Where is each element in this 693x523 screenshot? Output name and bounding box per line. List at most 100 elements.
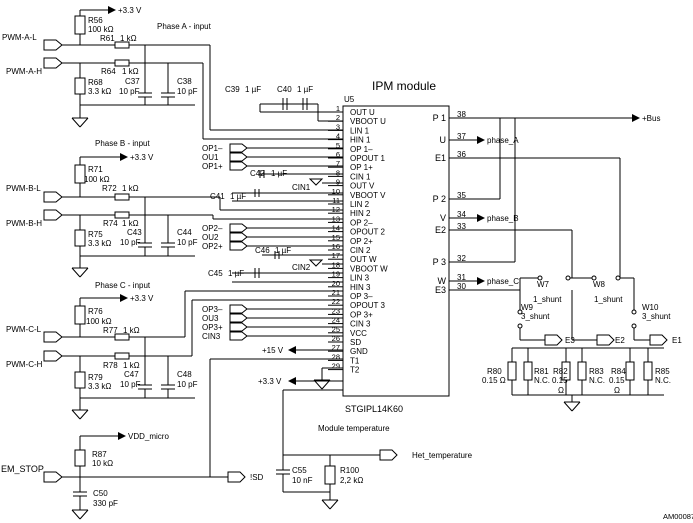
c55-label: C55	[292, 466, 307, 475]
left-pin-number: 4	[336, 132, 340, 141]
c43-label: C43	[127, 228, 142, 237]
r85-label: R85	[655, 367, 670, 376]
left-pin-name: VBOOT U	[350, 117, 386, 126]
left-pin-number: 5	[336, 141, 340, 150]
r61-value: 1 kΩ	[120, 34, 137, 43]
c45-value: 1 µF	[228, 269, 244, 278]
r71-value: 100 kΩ	[84, 175, 110, 184]
left-pin-number: 9	[336, 178, 340, 187]
pwm-b-h-port[interactable]	[43, 209, 63, 221]
net-sd: !SD	[250, 473, 264, 482]
c42-label: C42	[250, 169, 265, 178]
left-pin-number: 27	[332, 343, 340, 352]
r87-label: R87	[92, 450, 107, 459]
right-pin-number: 33	[457, 222, 466, 231]
left-pin-name: VBOOT W	[350, 264, 388, 273]
left-pin-number: 21	[332, 288, 340, 297]
r76-value: 100 kΩ	[86, 317, 112, 326]
r56-label: R56	[88, 16, 103, 25]
net-cin1: CIN1	[292, 183, 311, 192]
right-pin-name: E1	[435, 153, 446, 163]
c50-value: 330 pF	[93, 499, 118, 508]
c40-value: 1 µF	[297, 85, 313, 94]
pwm-c-h-port[interactable]	[43, 350, 63, 362]
c37-value: 10 pF	[119, 87, 140, 96]
doc-id: AM00087	[663, 512, 693, 521]
left-pin-name: OPOUT 2	[350, 228, 386, 237]
c43-value: 10 pF	[120, 238, 141, 247]
left-pin-name: OP 1–	[350, 145, 373, 154]
right-pin-number: 32	[457, 254, 466, 263]
right-pin-number: 38	[457, 110, 466, 119]
c48-value: 10 pF	[177, 380, 198, 389]
pwm-c-h-label[interactable]: PWM-C-H	[6, 360, 43, 369]
phase-a-out: phase_A	[487, 136, 519, 145]
v33-t: +3.3 V	[258, 377, 282, 386]
pwm-a-l-label[interactable]: PWM-A-L	[2, 33, 37, 42]
r64-label: R64	[101, 67, 116, 76]
c48-label: C48	[177, 370, 192, 379]
r80-value: 0.15 Ω	[482, 376, 506, 385]
pwm-c-l-label[interactable]: PWM-C-L	[6, 325, 42, 334]
left-pin-number: 20	[332, 279, 340, 288]
left-pin-number: 6	[336, 150, 340, 159]
ipm-module-body	[342, 105, 450, 397]
v33-c: +3.3 V	[130, 294, 154, 303]
left-pin-number: 17	[332, 251, 340, 260]
c41-value: 1 µF	[230, 192, 246, 201]
pwm-c-l-port[interactable]	[43, 331, 63, 343]
r77-label: R77	[103, 326, 118, 335]
r78-label: R78	[103, 361, 118, 370]
pwm-b-l-port[interactable]	[43, 191, 63, 203]
r64-value: 1 kΩ	[122, 67, 139, 76]
left-pin-number: 10	[332, 187, 340, 196]
pwm-b-l-label[interactable]: PWM-B-L	[6, 184, 41, 193]
em-stop-port[interactable]	[43, 471, 63, 483]
left-pin-number: 28	[332, 352, 340, 361]
c38-label: C38	[177, 77, 192, 86]
pwm-a-h-label[interactable]: PWM-A-H	[6, 67, 42, 76]
left-pin-name: OP 2+	[350, 237, 373, 246]
r72	[114, 193, 130, 201]
pwm-a-l-port[interactable]	[43, 39, 63, 51]
pwm-b-h-label[interactable]: PWM-B-H	[6, 219, 42, 228]
net-op3m: OP3–	[202, 305, 223, 314]
w8-label: W8	[593, 280, 606, 289]
net-op2m: OP2–	[202, 224, 223, 233]
phase-b-opamp-nets: OP2– OU2 OP2+	[202, 223, 343, 251]
shunt-resistor-array	[507, 348, 653, 395]
c44-label: C44	[177, 228, 192, 237]
r75-value: 3.3 kΩ	[88, 239, 111, 248]
v33-a: +3.3 V	[118, 6, 142, 15]
c37-label: C37	[125, 77, 140, 86]
r78-value: 1 kΩ	[123, 361, 140, 370]
r84-value: 0.15	[609, 376, 625, 385]
left-pin-name: OUT U	[350, 108, 375, 117]
left-pin-number: 26	[332, 334, 340, 343]
net-e1: E1	[672, 336, 682, 345]
left-pin-name: OUT W	[350, 255, 377, 264]
net-ou1: OU1	[202, 153, 219, 162]
pwm-a-h-port[interactable]	[43, 57, 63, 69]
het-temp-port	[379, 449, 398, 461]
em-stop-label[interactable]: EM_STOP	[1, 464, 44, 474]
r74-value: 1 kΩ	[122, 219, 139, 228]
c42-value: 1 µF	[271, 169, 287, 178]
left-pin-name: CIN 3	[350, 320, 371, 329]
left-pin-name: OPOUT 1	[350, 154, 386, 163]
left-pin-name: OP 3–	[350, 292, 373, 301]
left-pin-name: GND	[350, 347, 368, 356]
right-pin-number: 31	[457, 273, 466, 282]
left-pin-name: VCC	[350, 329, 367, 338]
net-op1p: OP1+	[202, 162, 223, 171]
v15-label: +15 V	[262, 346, 284, 355]
c46-value: 1 µF	[275, 246, 291, 255]
left-pin-name: T1	[350, 356, 360, 365]
right-pin-name: V	[440, 213, 446, 223]
r81-label: R81	[534, 367, 549, 376]
net-ou2: OU2	[202, 233, 219, 242]
r71	[74, 164, 86, 184]
r64	[114, 59, 130, 67]
left-pin-number: 24	[332, 316, 340, 325]
w9-value: 3_shunt	[521, 312, 550, 321]
